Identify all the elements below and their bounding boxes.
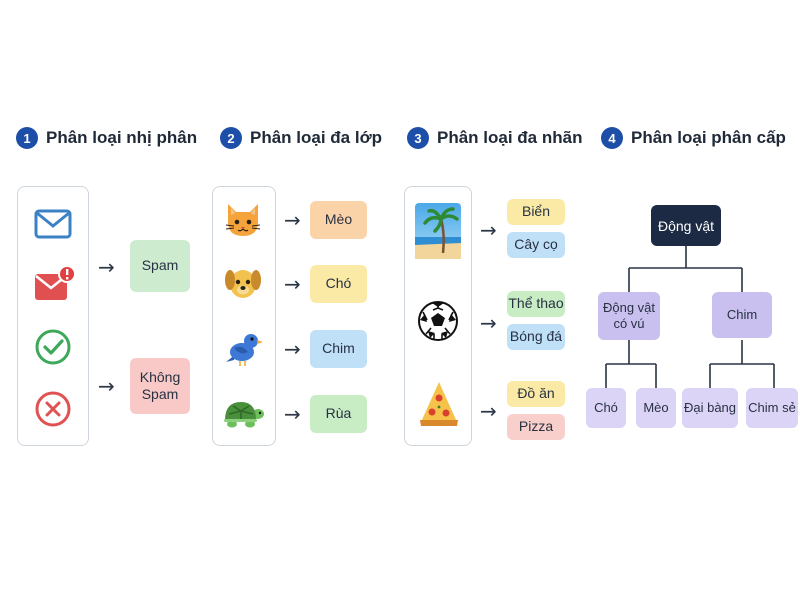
section-number-badge: 4 (601, 127, 623, 149)
section-title-text: Phân loại đa nhãn (437, 128, 583, 147)
section-title-text: Phân loại đa lớp (250, 128, 383, 147)
arrow-icon: → (284, 272, 301, 296)
tree-node-bird: Chim (712, 292, 772, 338)
arrow-icon: → (480, 311, 497, 335)
section-title-text: Phân loại phân cấp (631, 128, 786, 147)
section-number-badge: 3 (407, 127, 429, 149)
soccer-ball-icon (417, 300, 459, 342)
tree-leaf-chim-se: Chim sẻ (746, 388, 798, 428)
section-number-badge: 1 (16, 127, 38, 149)
cat-icon (222, 198, 264, 240)
label-cho: Chó (310, 265, 367, 303)
arrow-icon: → (284, 402, 301, 426)
check-circle-icon (34, 328, 72, 366)
arrow-icon: → (98, 255, 115, 279)
dog-icon (222, 262, 264, 304)
label-chim: Chim (310, 330, 367, 368)
section-title-binary: 1 Phân loại nhị phân (16, 122, 197, 154)
label-bien: Biển (507, 199, 565, 225)
arrow-icon: → (480, 399, 497, 423)
section-title-multiclass: 2 Phân loại đa lớp (220, 122, 382, 154)
section-title-hierarchical: 4 Phân loại phân cấp (601, 122, 786, 154)
mail-alert-icon (32, 264, 76, 304)
beach-icon (415, 203, 461, 259)
label-the-thao: Thể thao (507, 291, 565, 317)
tree-leaf-meo: Mèo (636, 388, 676, 428)
label-not-spam: Không Spam (130, 358, 190, 414)
tree-root-node: Động vật (651, 205, 721, 246)
label-rua: Rùa (310, 395, 367, 433)
envelope-icon (34, 205, 72, 243)
label-cay-co: Cây cọ (507, 232, 565, 258)
section-title-text: Phân loại nhị phân (46, 128, 198, 147)
label-pizza: Pizza (507, 414, 565, 440)
tree-leaf-cho: Chó (586, 388, 626, 428)
section-title-multilabel: 3 Phân loại đa nhãn (407, 122, 582, 154)
label-bong-da: Bóng đá (507, 324, 565, 350)
tree-node-mammal: Động vật có vú (598, 292, 660, 340)
tree-leaf-dai-bang: Đại bàng (682, 388, 738, 428)
arrow-icon: → (98, 374, 115, 398)
arrow-icon: → (284, 208, 301, 232)
pizza-icon (417, 378, 461, 428)
label-meo: Mèo (310, 201, 367, 239)
label-spam: Spam (130, 240, 190, 292)
turtle-icon (220, 392, 266, 432)
x-circle-icon (34, 390, 72, 428)
arrow-icon: → (284, 337, 301, 361)
label-do-an: Đồ ăn (507, 381, 565, 407)
section-number-badge: 2 (220, 127, 242, 149)
bird-icon (222, 326, 264, 368)
arrow-icon: → (480, 218, 497, 242)
